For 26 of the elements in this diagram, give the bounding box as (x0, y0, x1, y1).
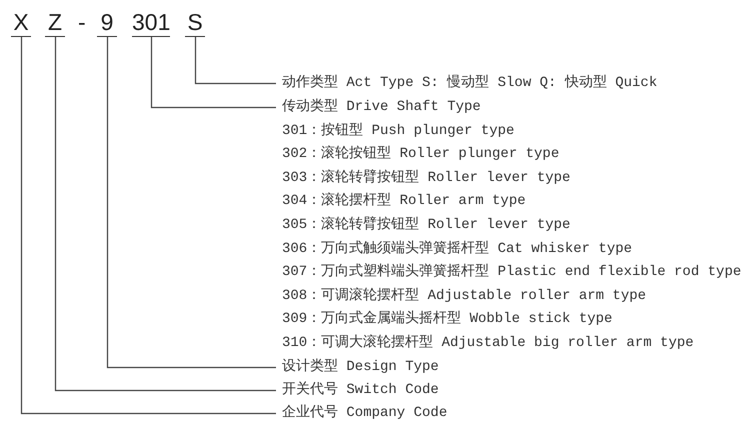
code-segment: S (185, 8, 205, 37)
code-segment: 301 (132, 8, 170, 37)
field-description: 动作类型 Act Type S: 慢动型 Slow Q: 快动型 Quick (276, 74, 658, 92)
option-description: 304：滚轮摆杆型 Roller arm type (281, 192, 526, 210)
option-description: 303：滚轮转臂按钮型 Roller lever type (281, 169, 570, 187)
leader-line (20, 37, 276, 414)
option-description: 310：可调大滚轮摆杆型 Adjustable big roller arm type (281, 334, 694, 352)
option-description: 306：万向式触须端头弹簧摇杆型 Cat whisker type (281, 240, 632, 258)
leader-line (194, 37, 276, 84)
option-description: 305：滚轮转臂按钮型 Roller lever type (281, 216, 570, 234)
hyphen: - (78, 8, 86, 36)
option-description: 308：可调滚轮摆杆型 Adjustable roller arm type (281, 287, 646, 305)
code-segment: Z (45, 8, 65, 37)
leader-line (54, 37, 276, 392)
option-description: 307：万向式塑料端头弹簧摇杆型 Plastic end flexible rod type (281, 263, 742, 281)
code-segment: 9 (97, 8, 117, 37)
option-description: 309：万向式金属端头摇杆型 Wobble stick type (281, 310, 612, 328)
field-description: 企业代号 Company Code (276, 404, 448, 422)
leader-line (150, 37, 276, 108)
option-description: 302：滚轮按钮型 Roller plunger type (281, 145, 560, 163)
field-description: 开关代号 Switch Code (276, 381, 439, 399)
leader-line (106, 37, 276, 368)
option-description: 301：按钮型 Push plunger type (281, 122, 514, 140)
field-description: 传动类型 Drive Shaft Type (276, 98, 481, 116)
field-description: 设计类型 Design Type (276, 358, 439, 376)
code-segment: X (11, 8, 31, 37)
